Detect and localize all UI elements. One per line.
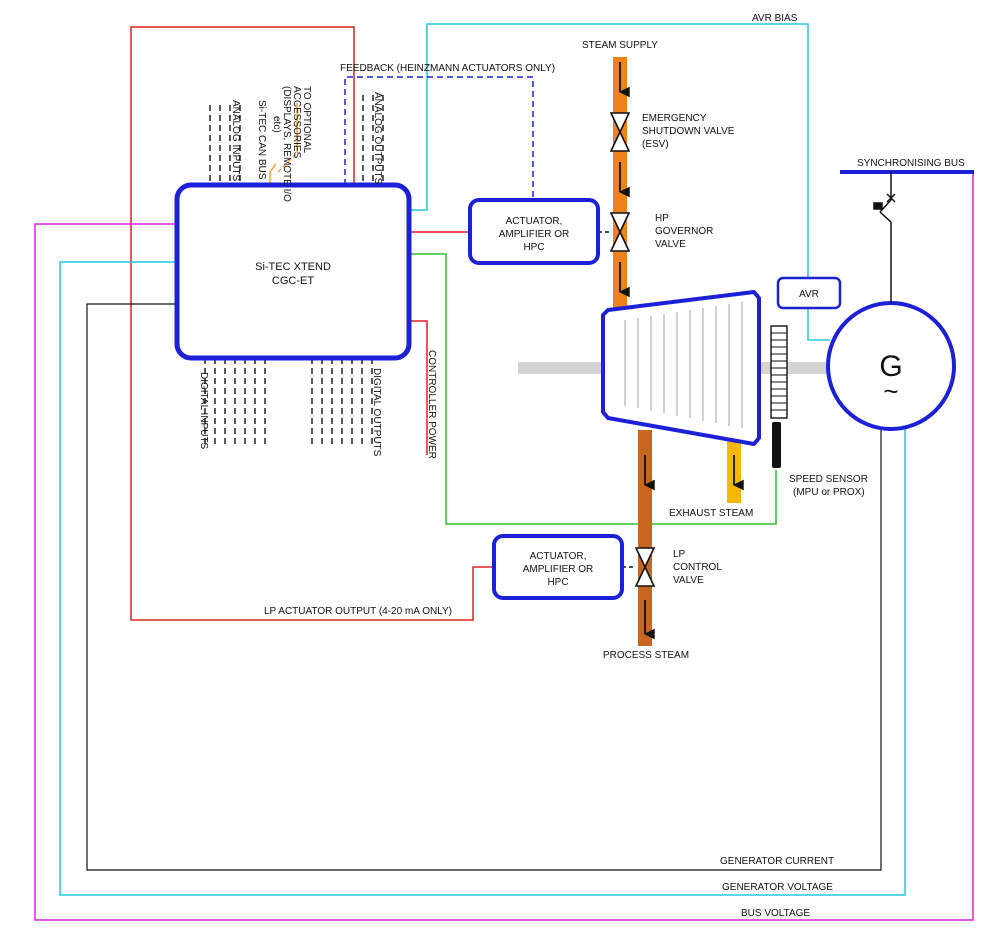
feedback-wire [344, 76, 534, 197]
controller-model: CGC-ET [272, 275, 314, 287]
speed-sensor-label-1: SPEED SENSOR [789, 474, 868, 485]
esv-label-2: SHUTDOWN VALVE [642, 126, 735, 137]
controller-power-label: CONTROLLER POWER [426, 350, 437, 459]
accessories-label-1: TO OPTIONAL [301, 86, 312, 153]
circuit-breaker-icon[interactable] [873, 172, 896, 303]
digital-input-stubs [204, 358, 266, 445]
lp-valve-label-3: VALVE [673, 575, 704, 586]
esv-label-1: EMERGENCY [642, 113, 707, 124]
lp-valve-label-1: LP [673, 549, 686, 560]
generator-symbol: G [879, 350, 902, 383]
analog-output-stubs [362, 95, 384, 185]
lp-valve-label-2: CONTROL [673, 562, 722, 573]
lp-actuator-label-2: AMPLIFIER OR [523, 564, 594, 575]
hp-actuator-label-1: ACTUATOR, [506, 216, 563, 227]
speed-sensor-label-2: (MPU or PROX) [793, 487, 865, 498]
accessories-label-4: etc) [271, 116, 282, 133]
digital-output-stubs [311, 358, 373, 445]
accessories-label-3: (DISPLAYS, REMOTE I/O [281, 86, 292, 202]
hp-actuator-label-2: AMPLIFIER OR [499, 229, 570, 240]
avr-bias-wire [409, 23, 809, 278]
lp-actuator-box[interactable] [492, 534, 624, 600]
emergency-shutdown-valve-icon[interactable] [609, 112, 631, 152]
analog-input-stubs [209, 105, 241, 185]
si-tec-xtend-controller[interactable] [174, 182, 412, 361]
hp-governor-valve-icon[interactable] [598, 212, 631, 252]
hp-actuator-box[interactable] [468, 198, 600, 265]
digital-inputs-label: DIGITAL INPUTS [198, 372, 209, 450]
generator-current-wire [86, 303, 882, 871]
accessories-label-2: ACCESSORIES [291, 86, 302, 159]
hp-valve-label-1: HP [655, 213, 669, 224]
speed-sensor-probe[interactable] [772, 422, 781, 468]
avr-bias-label: AVR BIAS [752, 13, 798, 24]
avr-label: AVR [799, 289, 819, 300]
synchronising-bus-label: SYNCHRONISING BUS [857, 158, 965, 169]
speed-sensor-wire [409, 253, 777, 525]
can-bus-label: Si-TEC CAN BUS [256, 100, 267, 180]
lp-actuator-output-label: LP ACTUATOR OUTPUT (4-20 mA ONLY) [264, 606, 452, 617]
controller-power-wire [409, 320, 428, 455]
generator-voltage-label: GENERATOR VOLTAGE [722, 882, 833, 893]
can-bus-wire [269, 163, 277, 185]
avr-to-generator-wire [807, 308, 830, 341]
turbine-blades [624, 302, 743, 428]
generator-voltage-wire [59, 261, 906, 896]
avr-box[interactable] [776, 276, 842, 310]
bus-voltage-label: BUS VOLTAGE [741, 908, 810, 919]
bus-voltage-wire [34, 172, 974, 921]
generator-tilde: ~ [883, 376, 898, 406]
hp-valve-label-3: VALVE [655, 239, 686, 250]
speed-sensor-gear-icon [770, 325, 788, 419]
lp-actuator-label-3: HPC [547, 577, 568, 588]
lp-control-valve-icon[interactable] [622, 547, 656, 587]
generator[interactable]: G ~ [826, 301, 956, 431]
lp-actuator-label-1: ACTUATOR, [530, 551, 587, 562]
steam-flow-arrows [618, 62, 744, 640]
hp-valve-label-2: GOVERNOR [655, 226, 713, 237]
steam-supply-label: STEAM SUPPLY [582, 40, 658, 51]
controller-title: Si-TEC XTEND [255, 261, 331, 273]
accessories-wire [277, 152, 298, 173]
lp-actuator-output-wire [130, 26, 493, 621]
process-steam-label: PROCESS STEAM [603, 650, 689, 661]
analog-inputs-label: ANALOG INPUTS [230, 100, 241, 181]
analog-outputs-label: ANALOG OUTPUTS [372, 92, 383, 185]
feedback-label: FEEDBACK (HEINZMANN ACTUATORS ONLY) [340, 63, 555, 74]
exhaust-steam-label: EXHAUST STEAM [669, 508, 753, 519]
steam-turbine[interactable] [601, 290, 761, 446]
generator-current-label: GENERATOR CURRENT [720, 856, 834, 867]
esv-label-3: (ESV) [642, 139, 669, 150]
hp-actuator-label-3: HPC [523, 242, 544, 253]
digital-outputs-label: DIGITAL OUTPUTS [371, 368, 382, 457]
